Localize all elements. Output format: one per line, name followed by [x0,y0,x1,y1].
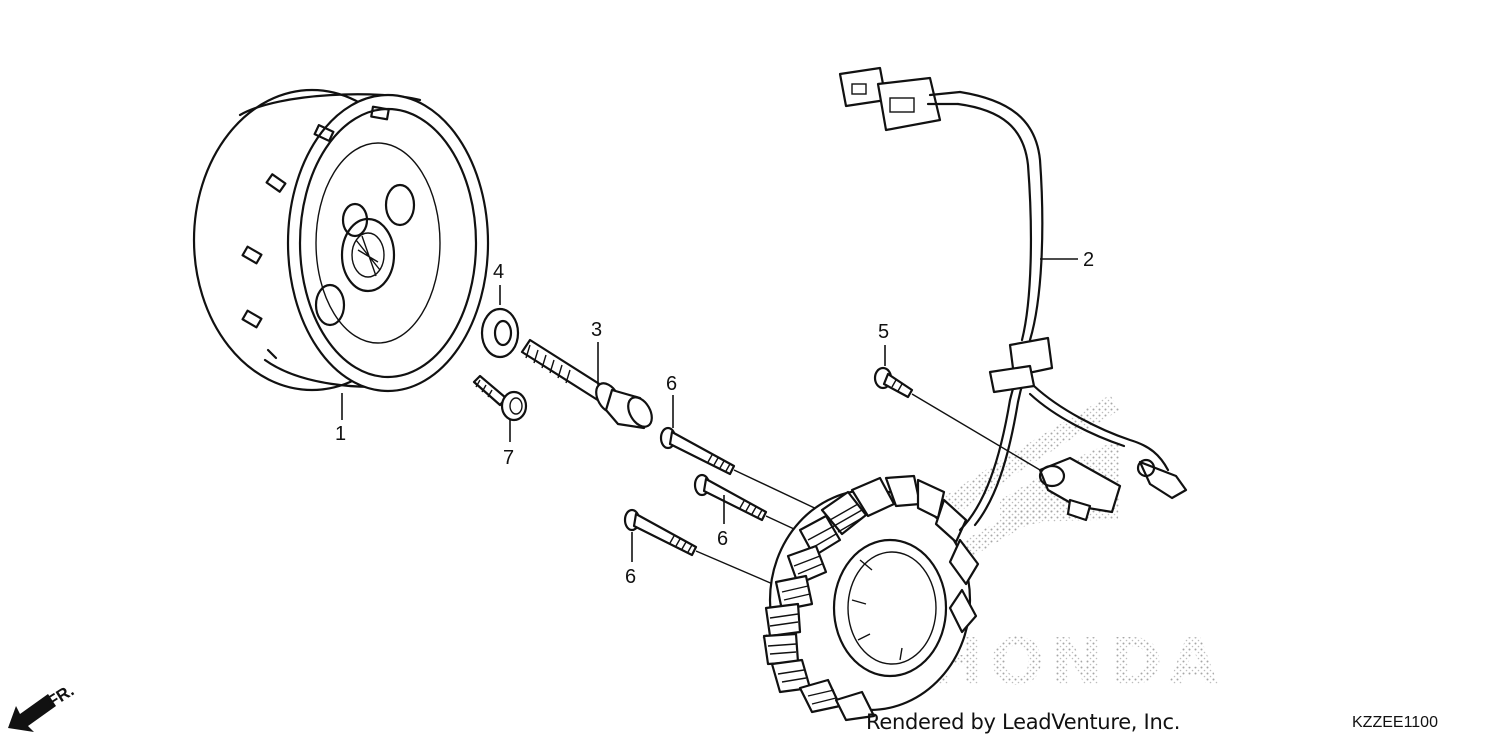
callout-5: 5 [878,321,889,343]
callout-6b: 6 [717,528,728,550]
watermark-text: HONDA [930,626,1224,700]
front-direction-arrow-icon [8,694,56,732]
flywheel-rotor [192,88,490,393]
credit-text: Rendered by LeadVenture, Inc. [866,710,1181,734]
flange-bolt [520,338,653,430]
washer [480,307,520,359]
callout-2: 2 [1083,249,1094,271]
small-bolt [472,374,528,422]
long-bolt-upper [659,426,841,521]
callout-7: 7 [503,447,514,469]
diagram-code: KZZEE1100 [1352,714,1438,731]
stator-assembly [762,66,1188,722]
callout-3: 3 [591,319,602,341]
pulse-generator-screw [873,366,1041,471]
callout-1: 1 [335,423,346,445]
callout-6a: 6 [666,373,677,395]
callout-4: 4 [493,261,504,283]
callout-6c: 6 [625,566,636,588]
